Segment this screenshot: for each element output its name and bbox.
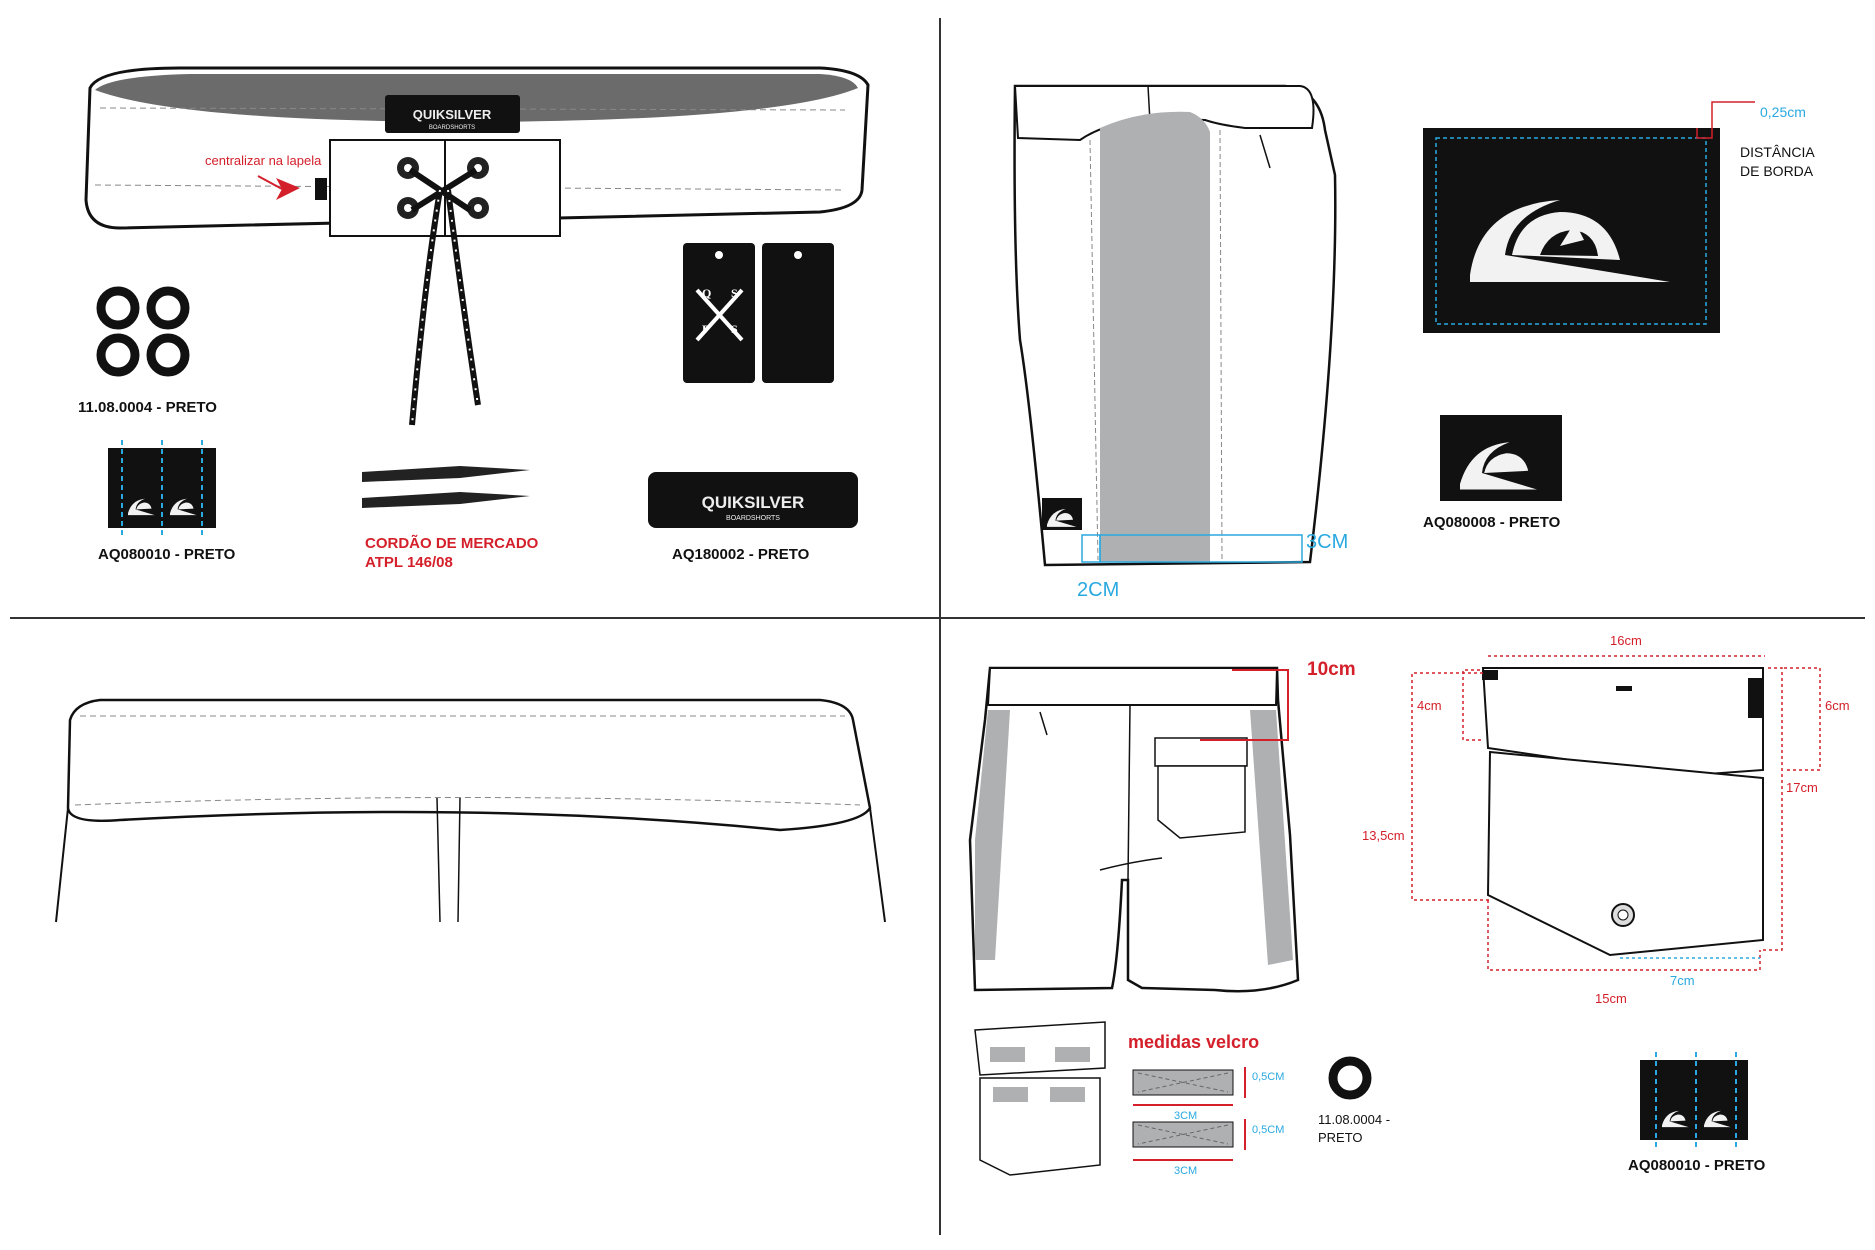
svg-text:Q: Q [702, 286, 711, 300]
eyelet-code-line2: PRETO [1318, 1130, 1363, 1145]
annotation-center-on-flap: centralizar na lapela [205, 153, 322, 168]
dim-2cm: 2CM [1077, 579, 1119, 601]
pocket-6cm: 6cm [1825, 698, 1850, 713]
boardshorts-patch: QUIKSILVER BOARDSHORTS [648, 472, 858, 528]
pocket-16cm: 16cm [1610, 633, 1642, 648]
woven-label-large [1423, 101, 1755, 333]
quadrant-dividers [10, 18, 1865, 1235]
cord-label-line1: CORDÃO DE MERCADO [365, 534, 539, 552]
waistband-logo-text: QUIKSILVER [413, 107, 492, 122]
annotation-arrow [276, 178, 300, 200]
velcro-05cm-a: 0,5CM [1252, 1071, 1284, 1083]
velcro-05cm-b: 0,5CM [1252, 1124, 1284, 1136]
dim-3cm: 3CM [1306, 531, 1348, 553]
dim-10cm: 10cm [1307, 659, 1356, 680]
pocket-detail [1411, 655, 1821, 971]
pocket-4cm: 4cm [1417, 698, 1442, 713]
pocket-7cm: 7cm [1670, 973, 1695, 988]
woven-tag-back [1640, 1052, 1748, 1147]
velcro-strips [1132, 1067, 1246, 1161]
eyelets-group [96, 286, 190, 377]
back-view-shorts [968, 666, 1300, 993]
patch-logo-subtext: BOARDSHORTS [726, 515, 780, 522]
svg-text:S: S [731, 322, 738, 336]
eyelets-label: 11.08.0004 - PRETO [78, 399, 217, 416]
front-waistband: QUIKSILVER BOARDSHORTS centralizar na la… [84, 66, 870, 426]
svg-text:P: P [702, 322, 709, 336]
woven-tag-front-label: AQ080010 - PRETO [98, 546, 236, 563]
cord-label-line2: ATPL 146/08 [365, 554, 453, 571]
woven-tag-back-label: AQ080010 - PRETO [1628, 1157, 1766, 1174]
label-distance-value: 0,25cm [1760, 104, 1806, 120]
hang-tags: Q S P S [683, 243, 834, 383]
woven-tag-front [108, 440, 216, 535]
side-view-shorts [1013, 84, 1337, 567]
eyelet-code-line1: 11.08.0004 - [1318, 1112, 1390, 1127]
patch-label: AQ180002 - PRETO [672, 546, 810, 563]
side-tag [315, 178, 327, 200]
label-border-text-2: DE BORDA [1740, 163, 1814, 179]
velcro-title: medidas velcro [1128, 1032, 1259, 1052]
waistband-logo-patch [385, 95, 520, 133]
waistband-logo-subtext: BOARDSHORTS [429, 125, 475, 131]
small-label-code: AQ080008 - PRETO [1423, 514, 1561, 531]
eyelet-single [1328, 1056, 1372, 1100]
label-border-text-1: DISTÂNCIA [1740, 144, 1815, 160]
market-cords [362, 466, 530, 508]
pocket-17cm: 17cm [1786, 780, 1818, 795]
svg-text:S: S [731, 286, 738, 300]
back-waistband [55, 698, 886, 923]
patch-logo-text: QUIKSILVER [702, 493, 805, 512]
velcro-pocket-sketch [974, 1021, 1106, 1176]
velcro-3cm-a: 3CM [1174, 1110, 1197, 1122]
pocket-15cm: 15cm [1595, 991, 1627, 1006]
pocket-135cm: 13,5cm [1362, 828, 1405, 843]
velcro-3cm-b: 3CM [1174, 1165, 1197, 1177]
woven-label-small [1440, 415, 1562, 501]
